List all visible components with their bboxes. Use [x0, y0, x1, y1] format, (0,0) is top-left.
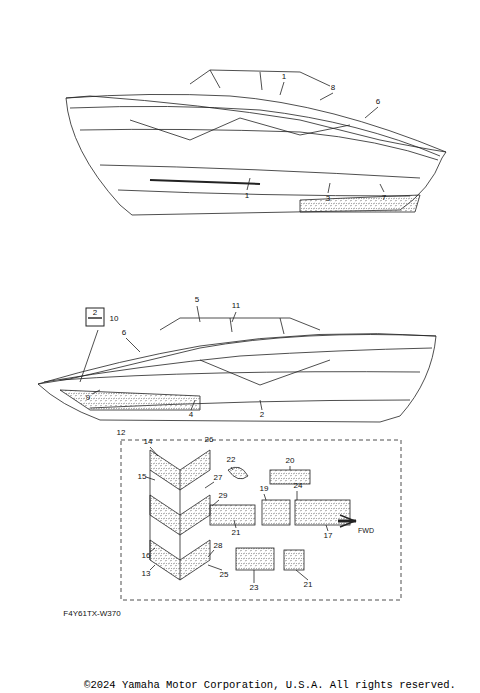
- top-boat: [66, 70, 446, 215]
- callout-number: 11: [232, 302, 240, 310]
- callout-number: 2: [260, 411, 264, 419]
- callout-number: 15: [138, 473, 147, 481]
- middle-boat: [38, 306, 436, 422]
- drawing-code: F4Y61TX-W370: [63, 610, 120, 618]
- callout-number: 24: [294, 482, 303, 490]
- callout-number: 2: [93, 309, 97, 317]
- callout-number: 14: [144, 438, 153, 446]
- callout-number: 27: [214, 474, 223, 482]
- callout-number: 13: [142, 570, 151, 578]
- callout-number: 25: [220, 571, 229, 579]
- direction-label: FWD: [358, 527, 374, 534]
- callout-number: 10: [110, 315, 119, 323]
- callout-number: 22: [227, 456, 236, 464]
- callout-number: 19: [260, 485, 269, 493]
- callout-number: 17: [324, 532, 333, 540]
- callout-number: 21: [232, 529, 241, 537]
- callout-number: 9: [86, 394, 90, 402]
- callout-number: 6: [122, 329, 126, 337]
- callout-number: 8: [331, 84, 335, 92]
- callout-number: 5: [195, 296, 199, 304]
- callout-number: 28: [214, 542, 223, 550]
- callout-number: 16: [142, 552, 151, 560]
- callout-number: 3: [326, 195, 330, 203]
- callout-number: 23: [250, 584, 259, 592]
- callout-number: 26: [205, 436, 214, 444]
- callout-number: 7: [382, 194, 386, 202]
- callout-number: 21: [304, 581, 313, 589]
- callout-number: 1: [245, 192, 249, 200]
- decal-sheet: [121, 440, 401, 600]
- callout-number: 1: [282, 73, 286, 81]
- callout-number: 4: [189, 411, 193, 419]
- callout-number: 20: [286, 457, 295, 465]
- callout-number: 12: [117, 429, 126, 437]
- callout-number: 29: [219, 492, 228, 500]
- copyright-notice: ©2024 Yamaha Motor Corporation, U.S.A. A…: [84, 680, 456, 691]
- callout-number: 6: [376, 98, 380, 106]
